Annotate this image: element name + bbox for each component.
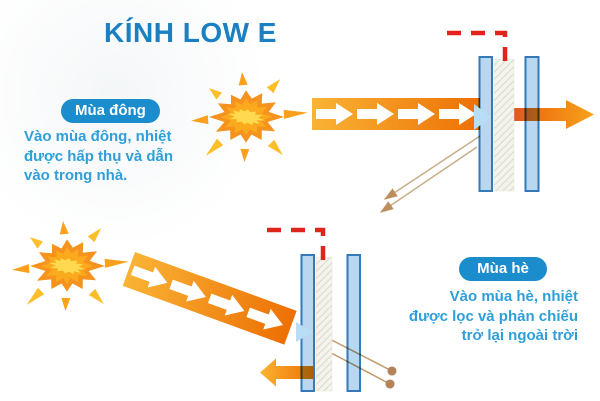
winter-description: Vào mùa đông, nhiệt được hấp thụ và dẫn …	[24, 128, 174, 184]
coating-callout-bracket	[267, 227, 326, 262]
winter-diagram	[190, 30, 594, 213]
incoming-heat-beam	[122, 252, 297, 345]
winter-badge: Mùa đông	[61, 99, 160, 123]
low-e-coating-layer	[315, 256, 333, 392]
summer-description: Vào mùa hè, nhiệt được lọc và phản chiếu…	[408, 288, 578, 344]
low-e-coating-layer	[493, 58, 515, 192]
glass-pane-inner	[524, 56, 540, 192]
sun-icon	[11, 220, 130, 312]
transmitted-heat-arrow	[506, 100, 594, 129]
reflected-heat-arrow	[260, 358, 313, 387]
entry-triangle	[296, 322, 313, 342]
coating-callout-bracket	[447, 30, 508, 71]
entry-triangle	[474, 104, 491, 130]
summer-diagram	[11, 220, 397, 392]
sun-icon	[190, 71, 309, 163]
page-title: KÍNH LOW E	[104, 17, 277, 48]
reflected-thin-rays	[379, 135, 481, 213]
summer-badge: Mùa hè	[459, 257, 547, 281]
glass-pane-outer	[300, 254, 315, 392]
glass-pane-inner	[346, 254, 361, 392]
